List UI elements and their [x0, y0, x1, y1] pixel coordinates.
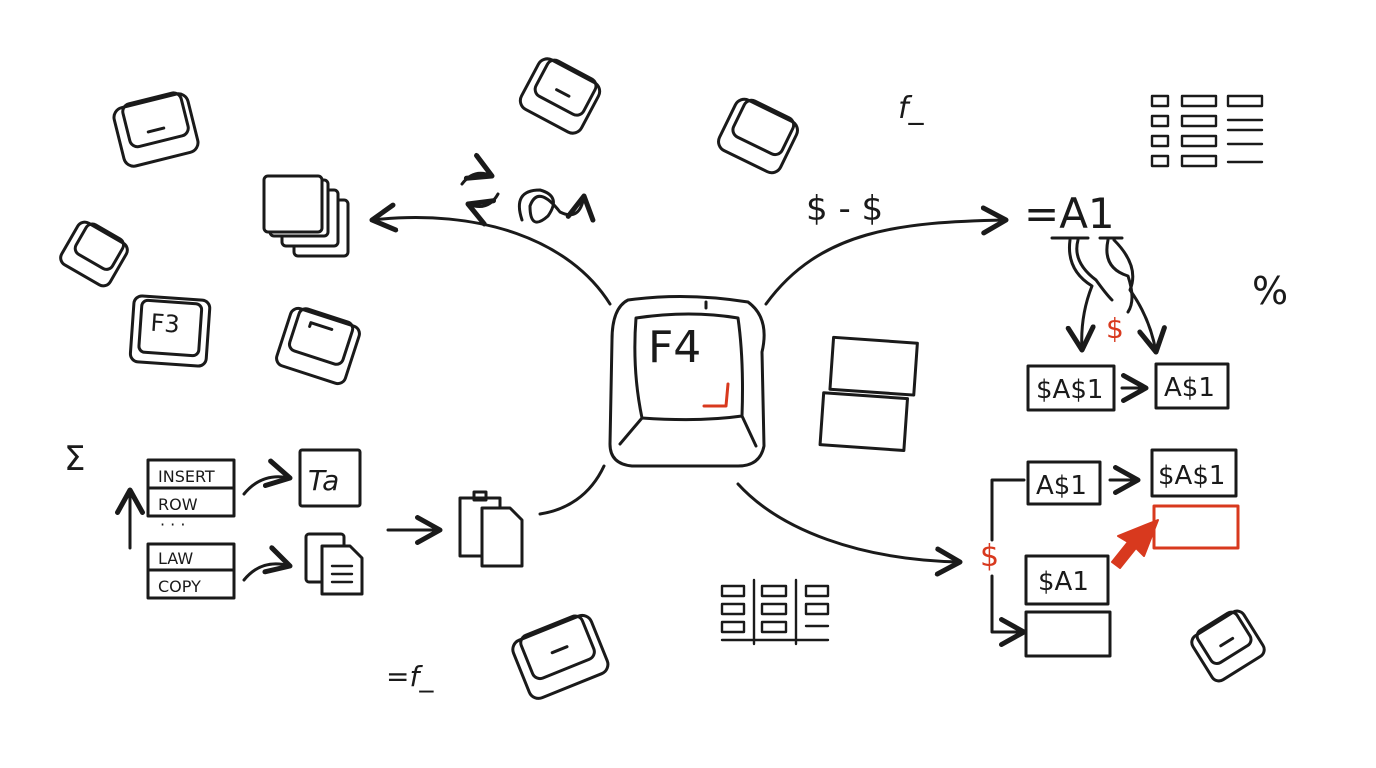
table-grid-icon [720, 578, 830, 646]
dollar-toggle-label: $ - $ [806, 189, 883, 229]
connector-references [736, 482, 963, 577]
ref-absolute-text: $A$1 [1036, 375, 1103, 405]
keycap-icon [1190, 609, 1266, 683]
document-list-icon [1150, 94, 1264, 168]
connector-paste [538, 464, 606, 516]
ref-mixed-row-text: A$1 [1164, 373, 1215, 403]
copy-stack-icon [262, 174, 350, 258]
connector-copy [369, 202, 612, 306]
keycap-icon [511, 613, 610, 700]
ref-box-absolute-bottom: $A$1 [1150, 448, 1238, 498]
connector-formula [764, 205, 1009, 306]
f3-key: F3 [128, 294, 212, 368]
ref-box-absolute-top: $A$1 [1026, 364, 1116, 412]
table-row-row: ROW [158, 495, 198, 514]
f3-key-label: F3 [150, 309, 181, 339]
ref-absolute-bottom-text: $A$1 [1158, 461, 1225, 491]
clipboard-documents-icon [458, 490, 524, 568]
document-list-icon [304, 532, 364, 596]
ref-box-mixed-col: $A1 [1024, 554, 1110, 606]
split-arrows [1065, 238, 1167, 355]
keycap-icon [717, 97, 799, 175]
highlighted-empty-cell [1152, 504, 1240, 550]
ref-mixed-row-bottom-text: A$1 [1036, 471, 1087, 501]
f4-key: F4 [608, 294, 766, 468]
arrow-to-format [242, 458, 293, 496]
ref-box-mixed-top: A$1 [1154, 362, 1230, 410]
bracket-dollar-symbol: $ [980, 539, 999, 574]
formula-text: =A1 [1024, 189, 1115, 238]
percent-symbol: % [1252, 269, 1288, 313]
keycap-icon [518, 57, 602, 135]
row-table-bottom: LAW COPY [146, 542, 236, 600]
function-symbol: f_ [898, 91, 925, 126]
keycap-icon [275, 306, 361, 386]
keycap-icon [112, 91, 200, 168]
bracket-line [990, 478, 1024, 632]
sigma-symbol: Σ [64, 439, 85, 479]
arrow-to-document [242, 545, 293, 582]
pointer-cursor-icon [1111, 519, 1159, 569]
table-row-copy: COPY [158, 577, 201, 596]
row-table-top: INSERT ROW [146, 458, 236, 518]
ref-box-mixed-bottom: A$1 [1026, 460, 1102, 506]
loop-arrow-icon [517, 188, 596, 224]
refresh-icon [460, 152, 500, 227]
formula-reference: =A1 [1024, 189, 1124, 240]
f4-key-label: F4 [648, 322, 701, 373]
empty-cell [1024, 610, 1112, 658]
split-dollar-symbol: $ [1106, 312, 1124, 345]
format-text-icon: Ta [298, 448, 362, 508]
table-row-insert: INSERT [158, 467, 215, 486]
formula-bottom-left: =f_ [386, 660, 434, 693]
table-row-law: LAW [158, 549, 193, 568]
format-text-label: Ta [308, 464, 339, 497]
keycap-icon [59, 220, 129, 288]
split-window-icon [818, 335, 919, 453]
ref-mixed-col-text: $A1 [1038, 567, 1089, 597]
ellipsis-dots: · · · [160, 515, 185, 534]
